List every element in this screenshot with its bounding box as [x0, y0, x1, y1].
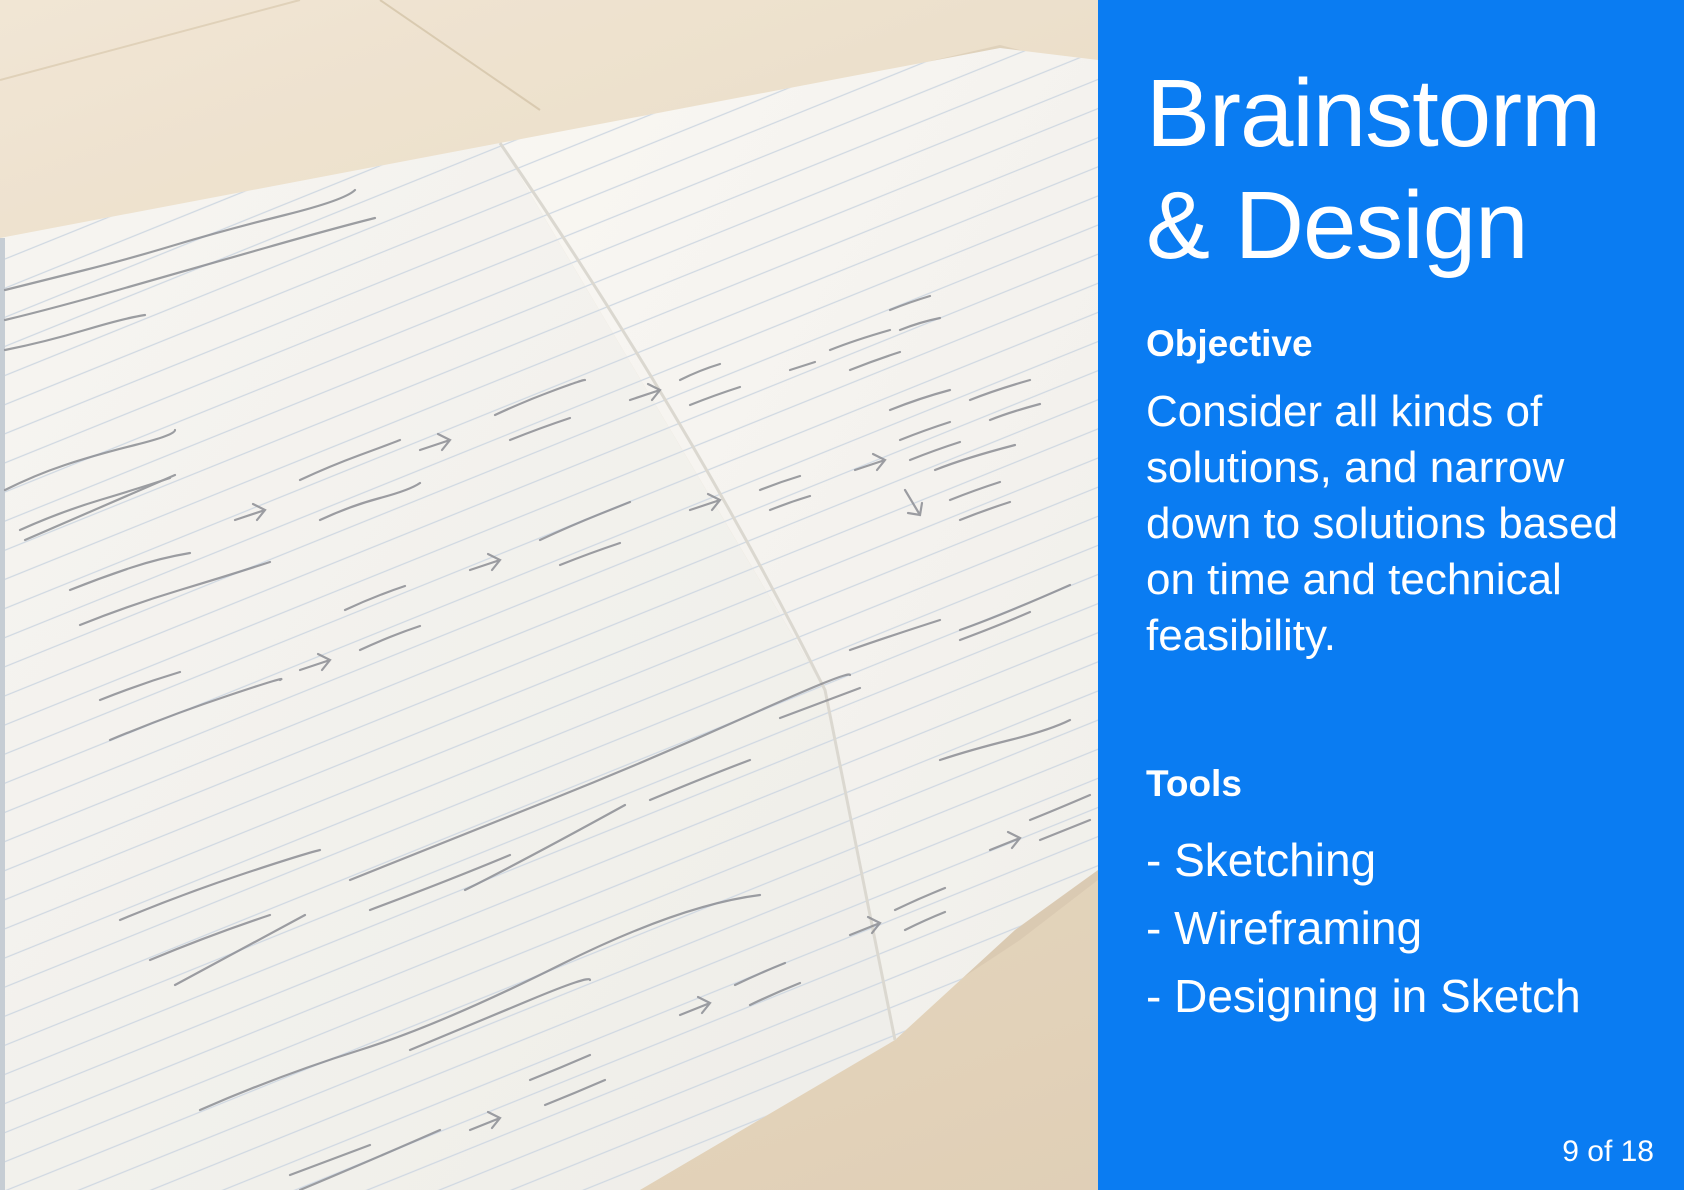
notebook-photo	[0, 0, 1098, 1190]
tools-heading: Tools	[1146, 763, 1242, 804]
page-indicator: 9 of 18	[1562, 1135, 1654, 1168]
tool-item-designing: - Designing in Sketch	[1146, 970, 1581, 1022]
title-line-2: & Design	[1146, 172, 1529, 279]
objective-heading: Objective	[1146, 323, 1313, 364]
tool-item-wireframing: - Wireframing	[1146, 902, 1423, 954]
notebook-illustration	[0, 0, 1098, 1190]
title-line-1: Brainstorm	[1146, 60, 1601, 167]
tools-list: - Sketching - Wireframing - Designing in…	[1146, 826, 1581, 1030]
objective-text: Consider all kinds of solutions, and nar…	[1146, 387, 1619, 660]
tool-item-sketching: - Sketching	[1146, 834, 1377, 886]
slide-title: Brainstorm & Design	[1146, 58, 1666, 282]
info-panel: Brainstorm & Design Objective Consider a…	[1098, 0, 1684, 1190]
